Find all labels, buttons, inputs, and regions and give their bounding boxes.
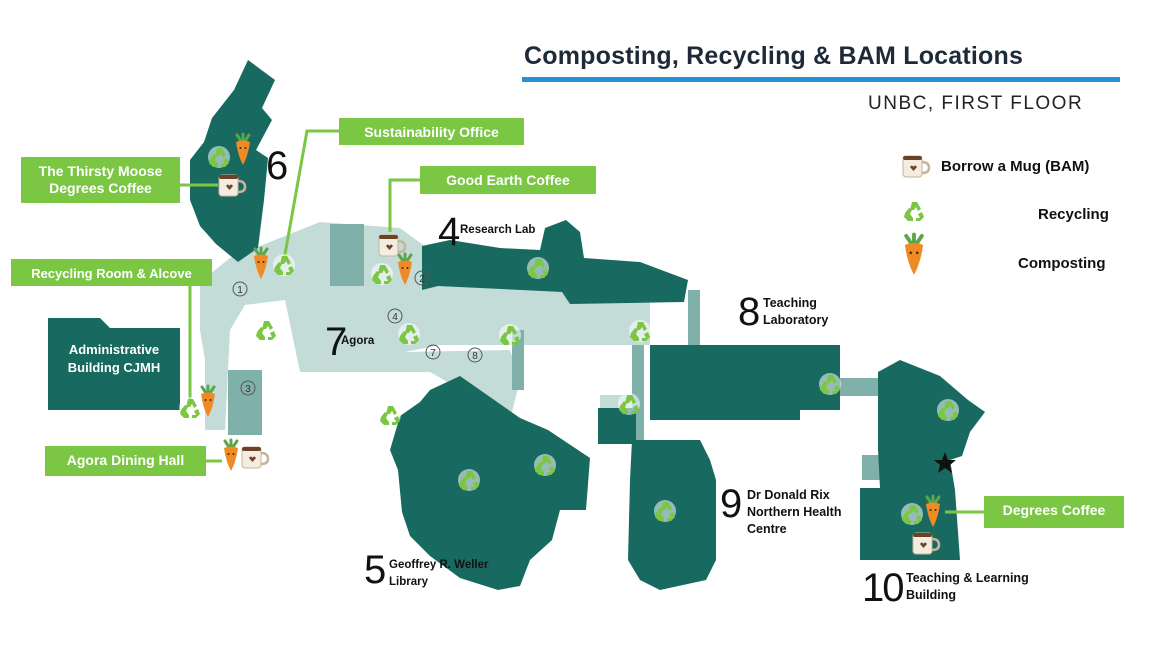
recycle-icon	[499, 324, 521, 346]
recycle-icon	[629, 320, 651, 342]
buildings	[48, 60, 985, 590]
recycle-icon	[654, 500, 676, 522]
building-admin	[48, 318, 180, 410]
building-number-4: 4	[438, 210, 460, 254]
recycle-icon	[273, 254, 295, 276]
mug-icon	[240, 445, 270, 470]
callout-thirsty-moose: The Thirsty Moose Degrees Coffee	[21, 157, 180, 203]
star-icon	[934, 452, 956, 473]
recycle-icon	[379, 404, 401, 426]
building-number-8: 8	[738, 290, 760, 334]
building-number-6: 6	[266, 144, 288, 188]
building-8	[650, 345, 840, 420]
building-name-7: Agora	[341, 335, 375, 347]
recycle-icon	[179, 397, 201, 419]
recycle-icon	[901, 503, 923, 525]
building-number-7: 7	[325, 320, 347, 364]
entrance-number: 3	[245, 384, 251, 395]
legend-carrot-icon	[902, 232, 926, 277]
legend-mug-icon	[901, 154, 931, 179]
recycle-icon	[937, 399, 959, 421]
carrot-icon	[222, 438, 240, 473]
callout-sustainability-office: Sustainability Office	[339, 118, 524, 145]
legend-composting-label: Composting	[1018, 255, 1106, 272]
building-name-9: Dr Donald Rix Northern Health Centre	[747, 488, 842, 536]
recycle-icon	[618, 393, 640, 415]
entrance-number: 7	[430, 348, 436, 359]
building-4	[422, 220, 688, 304]
entrance-number: 4	[392, 312, 398, 323]
recycle-icon	[398, 323, 420, 345]
map-title: Composting, Recycling & BAM Locations	[524, 42, 1024, 70]
callout-agora-dining-hall: Agora Dining Hall	[45, 446, 206, 476]
recycle-icon	[458, 469, 480, 491]
entrance-number: 8	[472, 351, 478, 362]
recycle-icon	[371, 263, 393, 285]
building-5	[390, 376, 590, 590]
map-subtitle: UNBC, FIRST FLOOR	[868, 93, 1084, 114]
entrance-number: 2	[419, 274, 425, 285]
building-number-10: 10	[862, 566, 904, 610]
building-6	[190, 60, 275, 262]
entrance-number: 1	[237, 285, 243, 296]
building-name-4: Research Lab	[460, 224, 536, 236]
recycle-icon	[208, 146, 230, 168]
callout-good-earth-coffee: Good Earth Coffee	[420, 166, 596, 194]
title-underline	[522, 77, 1120, 82]
building-name-5: Geoffrey R. Weller Library	[389, 559, 489, 588]
callout-degrees-coffee: Degrees Coffee	[984, 496, 1124, 528]
building-name-10: Teaching & Learning Building	[906, 571, 1029, 602]
legend-recycling-label: Recycling	[1038, 206, 1109, 223]
callout-recycling-room: Recycling Room & Alcove	[11, 259, 212, 286]
legend-recycle-icon	[903, 200, 925, 222]
admin-building-label: Administrative Building CJMH	[67, 342, 161, 375]
recycle-icon	[255, 319, 277, 341]
recycle-icon	[527, 257, 549, 279]
building-name-8: Teaching Laboratory	[763, 296, 829, 327]
building-number-9: 9	[720, 482, 742, 526]
legend-bam-label: Borrow a Mug (BAM)	[941, 158, 1090, 175]
recycle-icon	[819, 373, 841, 395]
building-number-5: 5	[364, 548, 386, 592]
recycle-icon	[534, 454, 556, 476]
